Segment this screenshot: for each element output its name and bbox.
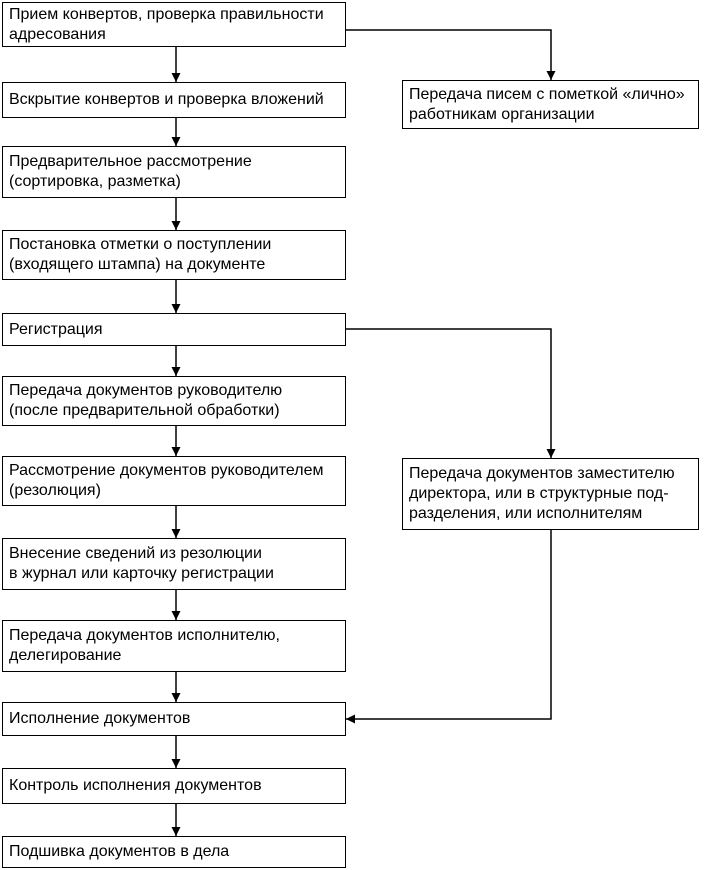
step-label: Внесение сведений из резолюции в журнал … [9, 545, 274, 582]
step-manager-review: Рассмотрение документов руководителем (р… [2, 456, 346, 506]
step-label: Регистрация [9, 320, 103, 338]
step-label: Исполнение документов [9, 710, 191, 727]
step-label: Передача документов заместителю директор… [409, 465, 675, 522]
step-label: Контроль исполнения документов [9, 777, 262, 794]
step-registration: Регистрация [2, 313, 346, 346]
step-label: Передача документов исполнителю, делегир… [9, 627, 280, 664]
step-incoming-stamp: Постановка отметки о поступлении (входящ… [2, 230, 346, 280]
step-preliminary-review: Предварительное рассмотрение (сортировка… [2, 146, 346, 198]
step-label: Вскрытие конвертов и проверка вложений [9, 91, 324, 108]
step-label: Подшивка документов в дела [9, 843, 230, 860]
step-transfer-to-manager: Передача документов руководителю (после … [2, 376, 346, 426]
step-label: Передача документов руководителю (после … [9, 382, 283, 419]
step-transfer-to-executor: Передача документов исполнителю, делегир… [2, 620, 346, 672]
step-label: Прием конвертов, проверка правильности а… [9, 5, 324, 43]
arrow-branch-distribution [346, 328, 556, 458]
step-record-resolution: Внесение сведений из резолюции в журнал … [2, 538, 346, 590]
step-label: Передача писем с пометкой «лично» работн… [409, 85, 685, 123]
step-execution: Исполнение документов [2, 702, 346, 736]
step-execution-control: Контроль исполнения документов [2, 768, 346, 804]
step-label: Постановка отметки о поступлении (входящ… [9, 236, 272, 273]
step-open-envelopes: Вскрытие конвертов и проверка вложений [2, 82, 346, 118]
step-receive-envelopes: Прием конвертов, проверка правильности а… [2, 2, 346, 47]
step-label: Рассмотрение документов руководителем (р… [9, 462, 324, 499]
side-step-distribution: Передача документов заместителю директор… [402, 458, 699, 530]
arrow-branch-personal-letters [346, 29, 556, 80]
arrow-return-to-execution [346, 530, 552, 724]
side-step-personal-letters: Передача писем с пометкой «лично» работн… [402, 80, 699, 129]
step-filing: Подшивка документов в дела [2, 836, 346, 868]
step-label: Предварительное рассмотрение (сортировка… [9, 153, 252, 190]
